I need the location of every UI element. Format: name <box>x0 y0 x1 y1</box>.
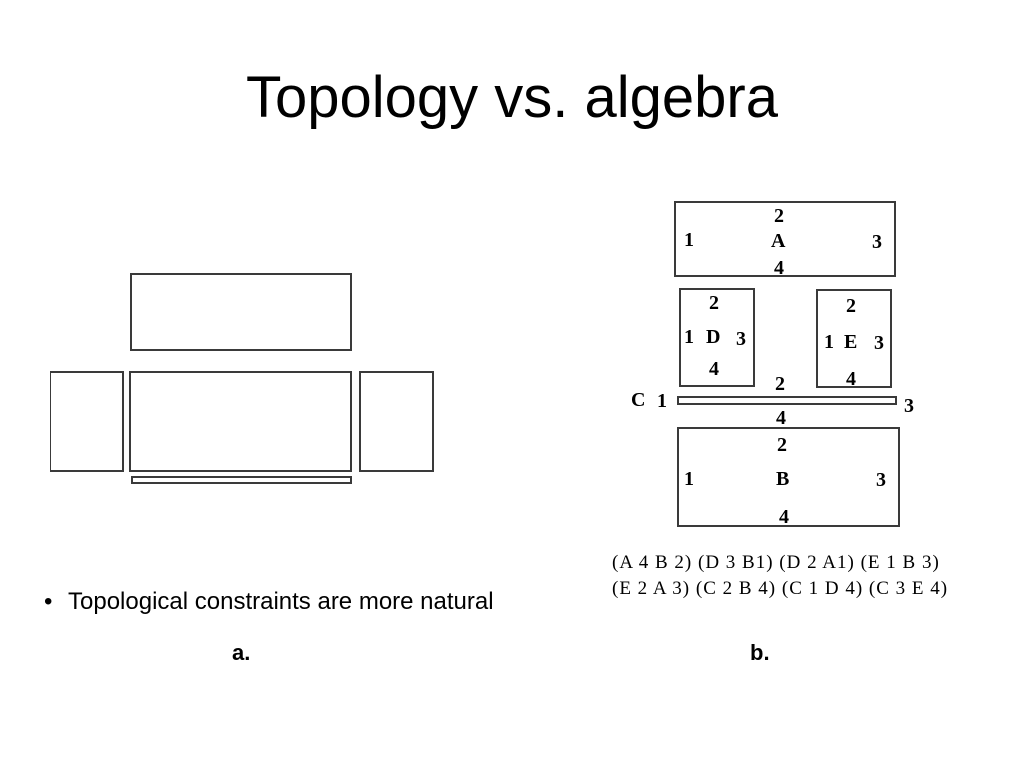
rect-a-side-4: 4 <box>774 257 784 279</box>
rect-e-side-2: 2 <box>846 295 856 317</box>
rect-b-side-2: 2 <box>777 434 787 456</box>
rect-d-side-4: 4 <box>709 358 719 380</box>
figure-a-top-rect <box>130 273 352 351</box>
constraints-line-1: (A 4 B 2) (D 3 B1) (D 2 A1) (E 1 B 3) <box>612 552 940 573</box>
figure-a-center-rect <box>129 371 352 472</box>
bullet-text: Topological constraints are more natural <box>68 588 494 615</box>
rect-b-side-1: 1 <box>684 468 694 490</box>
rect-b-side-3: 3 <box>876 469 886 491</box>
rect-d-side-1: 1 <box>684 326 694 348</box>
rect-e-label: E <box>844 331 858 353</box>
rect-b <box>677 427 900 527</box>
figure-a-right-rect <box>359 371 434 472</box>
strip-c-label: C <box>631 389 646 411</box>
figure-a-caption: a. <box>232 640 251 665</box>
rect-a-side-2: 2 <box>774 205 784 227</box>
constraints-line-2: (E 2 A 3) (C 2 B 4) (C 1 D 4) (C 3 E 4) <box>612 578 949 599</box>
figure-a-left-rect <box>50 371 124 472</box>
rect-e-side-4: 4 <box>846 368 856 390</box>
strip-c-side-2: 2 <box>775 373 785 395</box>
rect-d-label: D <box>706 326 721 348</box>
strip-c <box>677 396 897 405</box>
rect-b-label: B <box>776 468 790 490</box>
rect-e-side-1: 1 <box>824 331 834 353</box>
rect-d-side-2: 2 <box>709 292 719 314</box>
strip-c-side-1: 1 <box>657 390 667 412</box>
rect-a <box>674 201 896 277</box>
rect-b-side-4: 4 <box>779 506 789 528</box>
bullet-point: • Topological constraints are more natura… <box>44 587 494 617</box>
figure-b-caption: b. <box>750 640 770 665</box>
strip-c-side-4: 4 <box>776 407 786 429</box>
rect-e <box>816 289 892 388</box>
bullet-dot: • <box>44 588 53 615</box>
figure-a-bottom-bar <box>131 476 352 484</box>
slide-title: Topology vs. algebra <box>246 65 778 130</box>
rect-e-side-3: 3 <box>874 332 884 354</box>
rect-a-label: A <box>771 230 786 252</box>
strip-c-side-3: 3 <box>904 395 914 417</box>
rect-a-side-1: 1 <box>684 229 694 251</box>
rect-d-side-3: 3 <box>736 328 746 350</box>
rect-a-side-3: 3 <box>872 231 882 253</box>
rect-d <box>679 288 755 387</box>
